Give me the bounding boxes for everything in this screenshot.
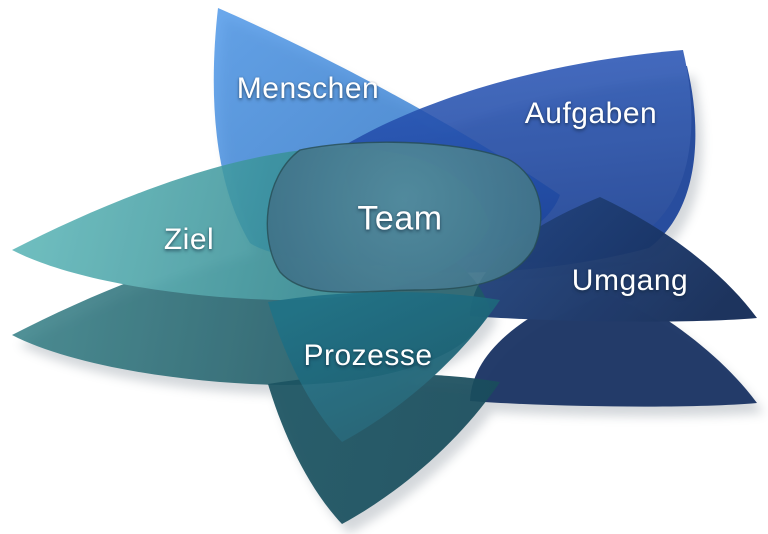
petal-prozesse — [268, 291, 500, 524]
center-team-shape — [266, 141, 542, 293]
